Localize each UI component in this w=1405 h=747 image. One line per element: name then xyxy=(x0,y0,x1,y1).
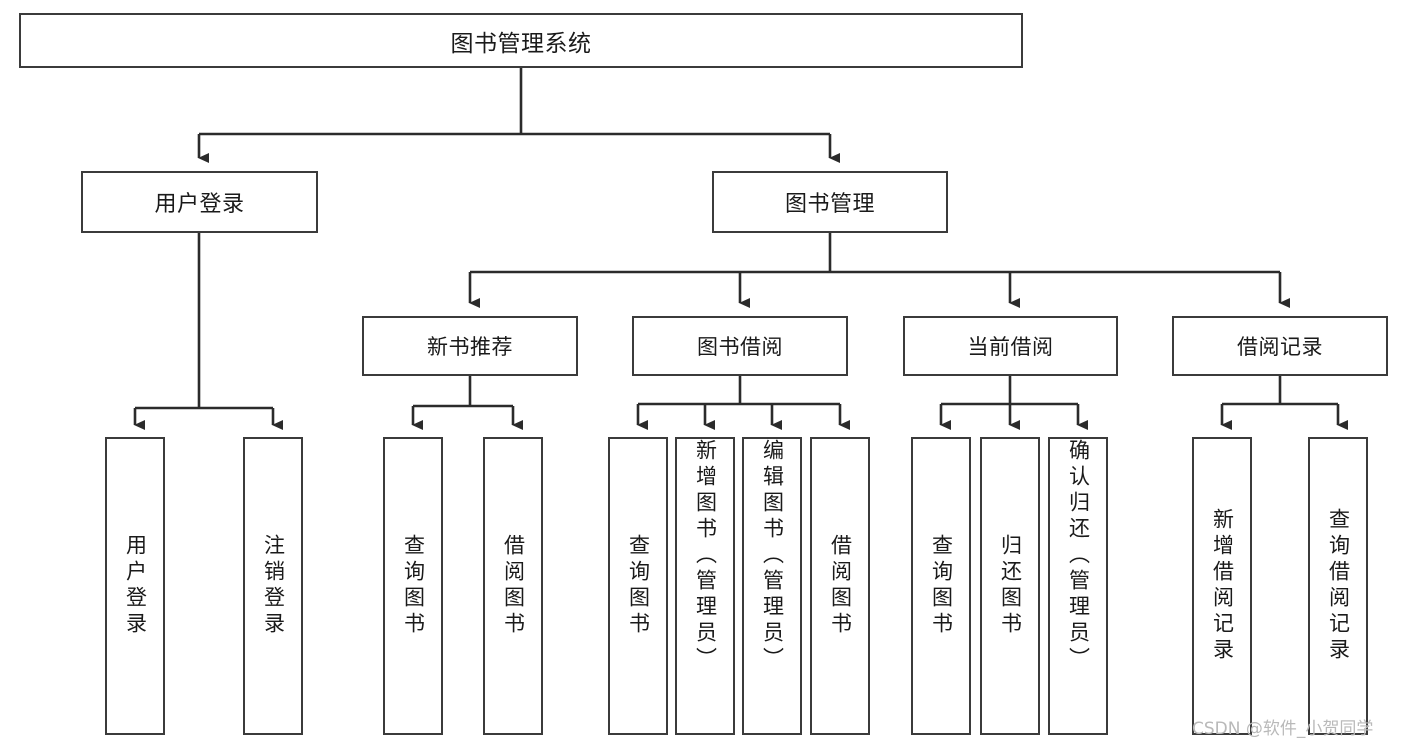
node-leaf-add-record[interactable]: 新增借阅记录 xyxy=(1192,437,1252,735)
node-book-management[interactable]: 图书管理 xyxy=(712,171,948,233)
node-current-borrow[interactable]: 当前借阅 xyxy=(903,316,1118,376)
node-leaf-query-book-2-label: 查询图书 xyxy=(626,534,651,638)
node-new-book-recommend[interactable]: 新书推荐 xyxy=(362,316,578,376)
node-leaf-query-book-2[interactable]: 查询图书 xyxy=(608,437,668,735)
node-leaf-query-book-3[interactable]: 查询图书 xyxy=(911,437,971,735)
node-leaf-logout-login-label: 注销登录 xyxy=(261,534,286,638)
node-leaf-confirm-return-label: 确认归还（管理员） xyxy=(1066,439,1091,673)
node-leaf-user-login[interactable]: 用户登录 xyxy=(105,437,165,735)
node-borrow-record[interactable]: 借阅记录 xyxy=(1172,316,1388,376)
node-leaf-query-book-1-label: 查询图书 xyxy=(401,534,426,638)
node-leaf-borrow-book-1[interactable]: 借阅图书 xyxy=(483,437,543,735)
node-leaf-add-book-label: 新增图书（管理员） xyxy=(693,439,718,673)
node-leaf-query-book-3-label: 查询图书 xyxy=(929,534,954,638)
node-leaf-add-book[interactable]: 新增图书（管理员） xyxy=(675,437,735,735)
node-leaf-user-login-label: 用户登录 xyxy=(123,534,148,638)
node-leaf-query-record[interactable]: 查询借阅记录 xyxy=(1308,437,1368,735)
node-root-label: 图书管理系统 xyxy=(450,30,592,57)
node-current-borrow-label: 当前借阅 xyxy=(967,335,1054,359)
node-leaf-add-record-label: 新增借阅记录 xyxy=(1210,508,1235,664)
node-new-book-recommend-label: 新书推荐 xyxy=(427,335,513,359)
node-book-borrow[interactable]: 图书借阅 xyxy=(632,316,848,376)
node-leaf-borrow-book-2-label: 借阅图书 xyxy=(828,534,853,638)
node-leaf-confirm-return[interactable]: 确认归还（管理员） xyxy=(1048,437,1108,735)
node-book-borrow-label: 图书借阅 xyxy=(697,335,783,359)
node-user-login[interactable]: 用户登录 xyxy=(81,171,318,233)
node-leaf-borrow-book-1-label: 借阅图书 xyxy=(501,534,526,638)
node-leaf-query-record-label: 查询借阅记录 xyxy=(1326,508,1351,664)
node-leaf-borrow-book-2[interactable]: 借阅图书 xyxy=(810,437,870,735)
node-book-management-label: 图书管理 xyxy=(784,192,875,217)
node-leaf-edit-book-label: 编辑图书（管理员） xyxy=(760,439,785,673)
node-borrow-record-label: 借阅记录 xyxy=(1237,335,1323,359)
node-root[interactable]: 图书管理系统 xyxy=(19,13,1023,68)
node-leaf-return-book-label: 归还图书 xyxy=(998,534,1023,638)
node-leaf-logout-login[interactable]: 注销登录 xyxy=(243,437,303,735)
node-user-login-label: 用户登录 xyxy=(154,192,245,217)
node-leaf-edit-book[interactable]: 编辑图书（管理员） xyxy=(742,437,802,735)
node-leaf-query-book-1[interactable]: 查询图书 xyxy=(383,437,443,735)
node-leaf-return-book[interactable]: 归还图书 xyxy=(980,437,1040,735)
